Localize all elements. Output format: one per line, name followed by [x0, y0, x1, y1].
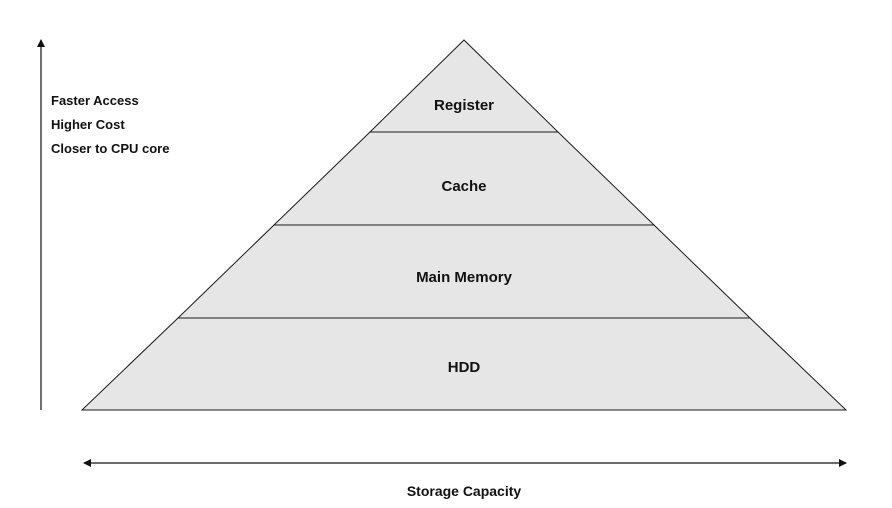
tier-label-hdd: HDD — [448, 359, 481, 376]
label-higher-cost: Higher Cost — [51, 117, 125, 132]
horizontal-axis-label: Storage Capacity — [407, 483, 522, 499]
tier-register — [368, 39, 560, 133]
label-closer-to-cpu: Closer to CPU core — [51, 141, 170, 156]
tier-label-main-memory: Main Memory — [416, 269, 513, 286]
pyramid — [80, 39, 848, 411]
tier-hdd — [80, 317, 848, 411]
label-faster-access: Faster Access — [51, 93, 139, 108]
tier-label-cache: Cache — [441, 178, 486, 195]
vertical-axis-labels: Faster Access Higher Cost Closer to CPU … — [51, 92, 169, 164]
tier-label-register: Register — [434, 97, 494, 114]
